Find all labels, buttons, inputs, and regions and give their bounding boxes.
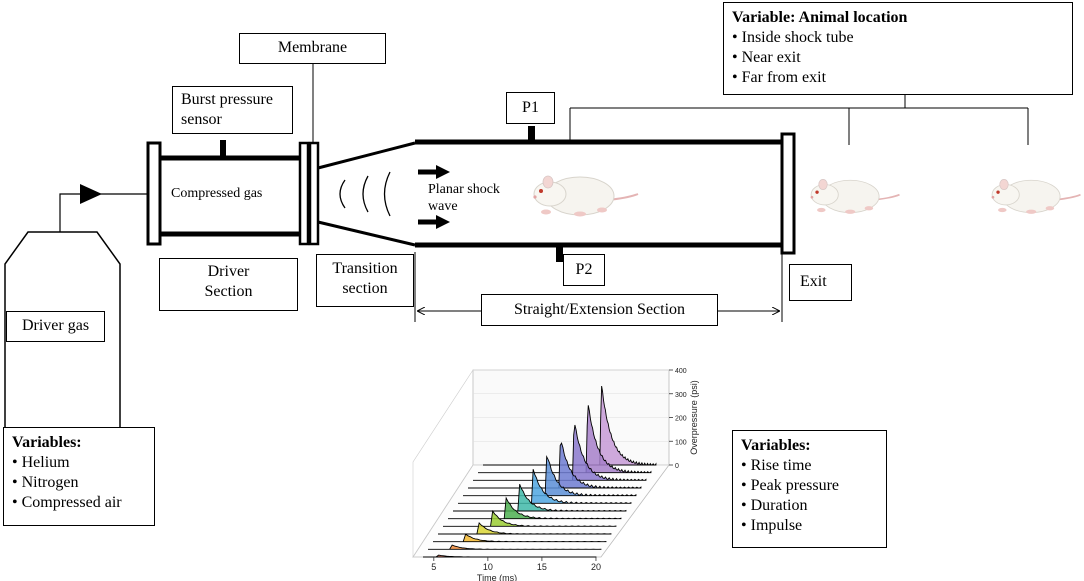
- exit-label: Exit: [789, 264, 852, 301]
- p1-sensor-mark: [528, 126, 535, 142]
- driver-gas-label: Driver gas: [6, 311, 105, 342]
- straight-section-label: Straight/Extension Section: [481, 294, 718, 326]
- chart-x-tick-label: 5: [431, 562, 436, 572]
- p1-label: P1: [506, 92, 555, 124]
- compressed-gas-label: Compressed gas: [171, 186, 263, 201]
- p2-label: P2: [563, 254, 605, 286]
- waveform-variable-item: Peak pressure: [741, 476, 878, 496]
- chart-series-trace: [478, 405, 652, 474]
- burst-pressure-sensor-label: Burst pressure sensor: [172, 86, 293, 134]
- rat-icon-near-exit: [810, 179, 900, 214]
- chart-x-tick-label: 20: [591, 562, 601, 572]
- chart-series-trace: [428, 544, 602, 550]
- waveform-variables-box: Variables: Rise time Peak pressure Durat…: [732, 430, 887, 548]
- chart-y-tick-label: 400: [675, 368, 687, 375]
- chart-y-axis-label: Overpressure (psi): [689, 380, 699, 455]
- shock-arrows: [418, 165, 450, 229]
- chart-series-trace: [483, 385, 657, 466]
- waveform-variables-title: Variables:: [741, 437, 811, 454]
- membrane-label: Membrane: [239, 33, 386, 64]
- driver-section-label: Driver Section: [159, 258, 298, 311]
- valve-icon: [80, 184, 102, 204]
- chart-x-tick-label: 10: [483, 562, 493, 572]
- waveform-variable-item: Duration: [741, 496, 878, 516]
- chart-x-axis-label: Time (ms): [477, 573, 517, 581]
- membrane-flanges: [298, 64, 320, 246]
- animal-location-item: Far from exit: [732, 68, 1064, 88]
- chart-y-tick-label: 0: [675, 463, 679, 470]
- animal-location-title: Variable: Animal location: [732, 9, 908, 26]
- animal-location-box: Variable: Animal location Inside shock t…: [723, 2, 1073, 95]
- waveform-variable-item: Rise time: [741, 456, 878, 476]
- chart-y-tick-label: 200: [675, 416, 687, 423]
- animal-location-item: Near exit: [732, 48, 1064, 68]
- rat-icon-far-from-exit: [991, 179, 1081, 214]
- chart-x-tick-label: 15: [537, 562, 547, 572]
- p2-sensor-mark: [556, 246, 563, 262]
- chart-series-trace: [443, 509, 617, 527]
- planar-shock-wave-label: Planar shock wave: [428, 182, 500, 214]
- chart-y-tick-label: 100: [675, 439, 687, 446]
- transition-section-tube: [317, 141, 416, 247]
- animal-location-bracket: [569, 95, 1029, 145]
- straight-section-tube: [415, 126, 796, 262]
- transition-section-label: Transition section: [316, 254, 414, 307]
- gas-variable-item: Helium: [12, 453, 146, 473]
- chart-series-trace: [458, 469, 632, 504]
- burst-sensor-mark: [220, 140, 226, 156]
- gas-variables-box: Variables: Helium Nitrogen Compressed ai…: [3, 427, 155, 526]
- chart-series-trace: [468, 441, 642, 489]
- chart-series-trace: [433, 533, 607, 543]
- animal-location-item: Inside shock tube: [732, 28, 1064, 48]
- chart-series-trace: [473, 424, 647, 481]
- gas-variables-title: Variables:: [12, 434, 82, 451]
- chart-series-trace: [423, 554, 597, 558]
- gas-variable-item: Compressed air: [12, 493, 146, 513]
- chart-series-trace: [463, 455, 637, 497]
- chart-series-trace: [453, 483, 627, 512]
- gas-variable-item: Nitrogen: [12, 473, 146, 493]
- chart-series-trace: [438, 522, 612, 535]
- driver-section-tube: [146, 140, 300, 246]
- waveform-variable-item: Impulse: [741, 516, 878, 536]
- feed-line: [59, 184, 148, 232]
- chart-y-tick-label: 300: [675, 392, 687, 399]
- rat-icon-inside: [533, 175, 639, 217]
- chart-series-trace: [448, 496, 622, 520]
